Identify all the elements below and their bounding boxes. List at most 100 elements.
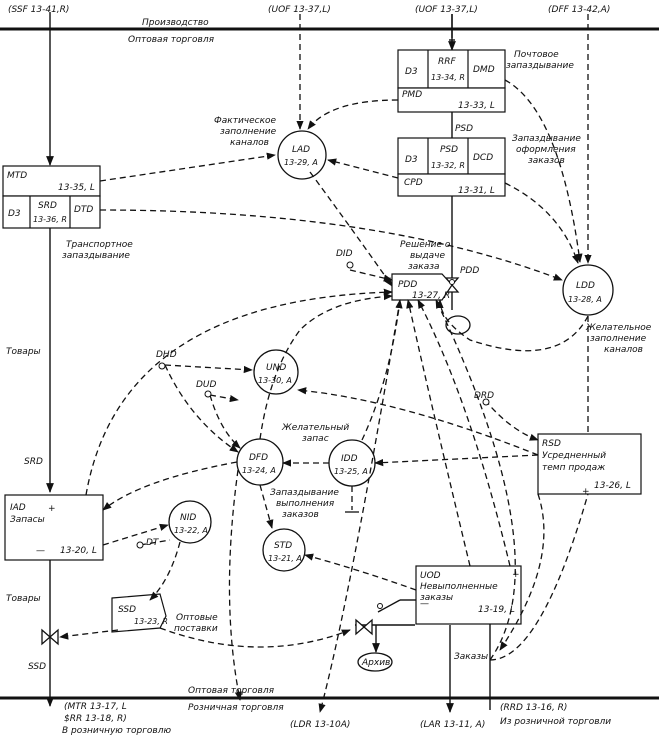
iad-minus: — <box>36 546 45 556</box>
nid-circle: NID 13-22, A <box>168 500 212 544</box>
pdd-decision-box: PDD 13-27, R <box>391 273 453 301</box>
fulfil-delay-3: заказов <box>282 510 319 520</box>
srd-name: SRD <box>38 201 57 211</box>
dhd-label: DHD <box>156 350 177 360</box>
d3-left-label: D3 <box>8 209 21 219</box>
dfd-circle: DFD 13-24, A <box>236 438 284 486</box>
uod-eq: 13-19, L <box>478 605 515 615</box>
rsd-plus: + <box>582 487 590 497</box>
srd-eq: 13-36, R <box>33 215 67 224</box>
mail-delay-2: запаздывание <box>506 61 574 71</box>
lad-eq: 13-29, A <box>284 158 318 167</box>
iad-title: Запасы <box>10 515 45 525</box>
dfd-eq: 13-24, A <box>242 466 276 475</box>
rrf-eq: 13-34, R <box>431 73 465 82</box>
decision-1: Решение о <box>400 240 451 250</box>
rsd-title-1: Усредненный <box>542 451 606 461</box>
iad-name: IAD <box>10 503 26 513</box>
to-retail-label: В розничную торговлю <box>62 726 171 736</box>
pmd-label: PMD <box>402 90 422 100</box>
und-eq: 13-30, A <box>258 376 292 385</box>
mtd-name: MTD <box>7 171 27 181</box>
goods-label-2: Товары <box>6 594 41 604</box>
did-label: DID <box>336 249 353 259</box>
rrf-name: RRF <box>438 57 457 67</box>
psd-name: PSD <box>440 145 458 155</box>
production-label: Производство <box>142 18 209 28</box>
iad-box: IAD Запасы + — 13-20, L <box>4 494 104 561</box>
pdd-name: PDD <box>398 280 417 290</box>
dfd-name: DFD <box>249 453 268 463</box>
und-circle: UND 13-30, A <box>253 349 299 395</box>
orders-label: Заказы <box>454 652 488 662</box>
desired-fill-1: Желательное <box>585 323 652 333</box>
dcd-label: DCD <box>473 153 493 163</box>
std-eq: 13-21, A <box>268 554 302 563</box>
psd-group-eq: 13-31, L <box>458 186 495 196</box>
lad-name: LAD <box>292 145 310 155</box>
fulfil-delay-2: выполнения <box>276 499 335 509</box>
archive-label: Архив <box>361 658 390 668</box>
ldd-circle: LDD 13-28, A <box>562 264 614 316</box>
desired-fill-2: заполнение <box>590 334 647 344</box>
ssf-source-label: (SSF 13-41,R) <box>8 5 69 15</box>
fact-fill-2: заполнение <box>220 127 277 137</box>
retail-label: Розничная торговля <box>188 703 284 713</box>
srr-label: $RR 13-18, R) <box>64 714 127 724</box>
ldd-eq: 13-28, A <box>568 295 602 304</box>
uod-title-1: Невыполненные <box>420 582 498 592</box>
psd-group-box: D3 PSD 13-32, R DCD CPD 13-31, L <box>397 137 506 197</box>
drd-label: DRD <box>474 391 494 401</box>
rrf-d3: D3 <box>405 67 418 77</box>
cpd-label: CPD <box>404 178 423 188</box>
rrd-label: (RRD 13-16, R) <box>500 703 567 713</box>
mtd-eq: 13-35, L <box>58 183 95 193</box>
fulfil-delay-1: Запаздывание <box>270 488 339 498</box>
uod-title-2: заказы <box>420 593 453 603</box>
uod-name: UOD <box>420 571 441 581</box>
transp-delay-1: Транспортное <box>66 240 133 250</box>
psd-d3: D3 <box>405 155 418 165</box>
mail-delay-1: Почтовое <box>514 50 559 60</box>
ldr-label: (LDR 13-10A) <box>290 720 350 730</box>
ssd-name: SSD <box>118 605 136 615</box>
pdd-valve-label: PDD <box>460 266 479 276</box>
rrf-group-eq: 13-33, L <box>458 101 495 111</box>
idd-eq: 13-25, A <box>334 467 368 476</box>
rsd-name: RSD <box>542 439 561 449</box>
transp-delay-2: запаздывание <box>62 251 130 261</box>
dmd-label: DMD <box>473 65 495 75</box>
wholesale-deliv-2: поставки <box>174 624 218 634</box>
dt-label: DT <box>146 538 160 548</box>
wholesale-bottom-label: Оптовая торговля <box>188 686 275 696</box>
desired-fill-3: каналов <box>604 345 643 355</box>
desired-stock-1: Желательный <box>281 423 349 433</box>
ssd-flow-valve <box>41 628 59 646</box>
mtd-box: MTD 13-35, L D3 SRD 13-36, R DTD <box>2 165 101 229</box>
srd-flow-label: SRD <box>24 457 43 467</box>
rsd-title-2: темп продаж <box>542 463 606 473</box>
ssd-eq: 13-23, R <box>134 617 168 626</box>
uof-source-label-1: (UOF 13-37,L) <box>268 5 331 15</box>
rrf-group-box: D3 RRF 13-34, R DMD PMD 13-33, L <box>397 49 506 113</box>
ssd-flow-label: SSD <box>28 662 46 672</box>
und-name: UND <box>266 363 286 373</box>
pdd-eq: 13-27, R <box>412 291 450 301</box>
order-proc-1: Запаздывание <box>512 134 581 144</box>
wholesale-top-label: Оптовая торговля <box>128 35 215 45</box>
order-proc-2: оформления <box>516 145 576 155</box>
desired-stock-2: запас <box>302 434 329 444</box>
std-circle: STD 13-21, A <box>262 528 306 572</box>
uod-box: UOD Невыполненные заказы 13-19, L + — <box>415 565 522 625</box>
idd-circle: IDD 13-25, A <box>328 439 376 487</box>
iad-eq: 13-20, L <box>60 546 97 556</box>
archive-cloud <box>357 652 393 672</box>
std-name: STD <box>274 541 292 551</box>
order-proc-3: заказов <box>528 156 565 166</box>
order-source-cloud <box>445 315 471 335</box>
uof-source-label-2: (UOF 13-37,L) <box>415 5 478 15</box>
dud-label: DUD <box>196 380 217 390</box>
rsd-eq: 13-26, L <box>594 481 631 491</box>
decision-3: заказа <box>408 262 440 272</box>
